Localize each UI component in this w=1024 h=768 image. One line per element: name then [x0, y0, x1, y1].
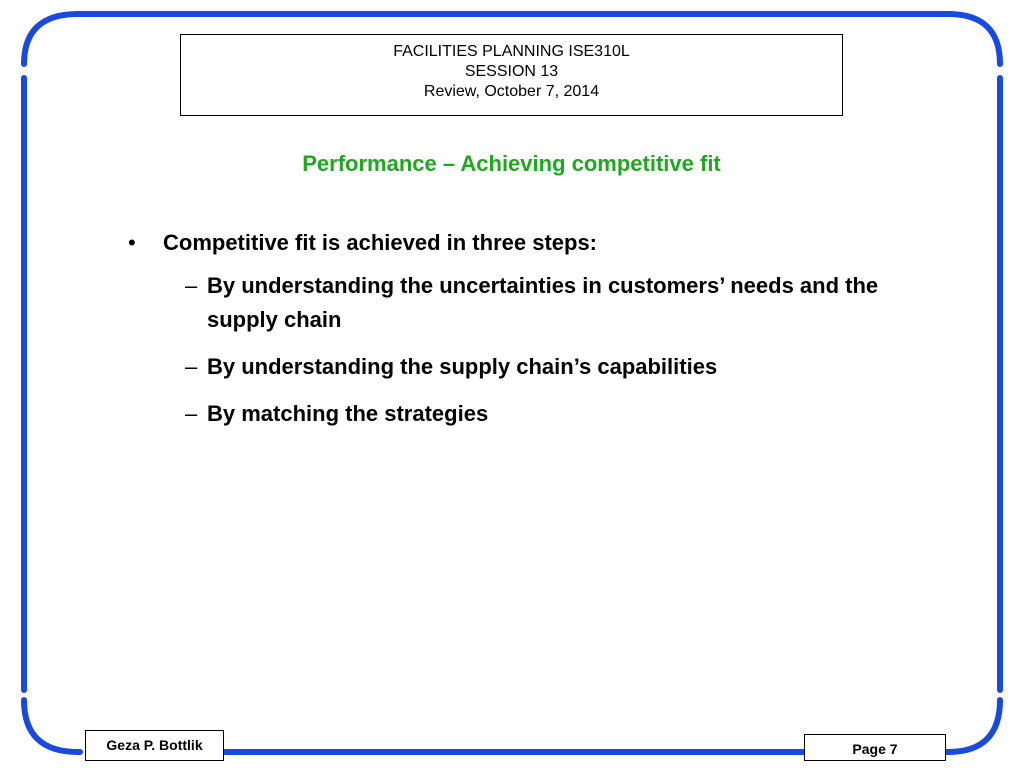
dash-marker: – — [185, 354, 198, 379]
slide-content: • Competitive fit is achieved in three s… — [128, 225, 918, 444]
dash-marker: – — [185, 273, 198, 298]
sub-item: – By understanding the uncertainties in … — [185, 269, 918, 337]
footer-page-number: Page 7 — [804, 734, 946, 761]
footer-author: Geza P. Bottlik — [85, 730, 224, 761]
header-course: FACILITIES PLANNING ISE310L — [393, 43, 630, 60]
bullet-marker: • — [128, 230, 136, 255]
sub-item: – By understanding the supply chain’s ca… — [185, 350, 918, 384]
bullet-text: Competitive fit is achieved in three ste… — [163, 230, 598, 255]
header-session: SESSION 13 — [464, 63, 559, 80]
sub-list: – By understanding the uncertainties in … — [185, 269, 918, 431]
sub-item-text: By matching the strategies — [207, 401, 489, 426]
sub-item-text: By understanding the uncertainties in cu… — [207, 273, 879, 332]
slide-title: Performance – Achieving competitive fit — [302, 151, 721, 176]
sub-item-text: By understanding the supply chain’s capa… — [207, 354, 718, 379]
bullet-item: • Competitive fit is achieved in three s… — [128, 225, 918, 261]
header-date: Review, October 7, 2014 — [423, 83, 600, 100]
header-box: FACILITIES PLANNING ISE310L SESSION 13 R… — [180, 34, 843, 116]
dash-marker: – — [185, 401, 198, 426]
sub-item: – By matching the strategies — [185, 397, 918, 431]
